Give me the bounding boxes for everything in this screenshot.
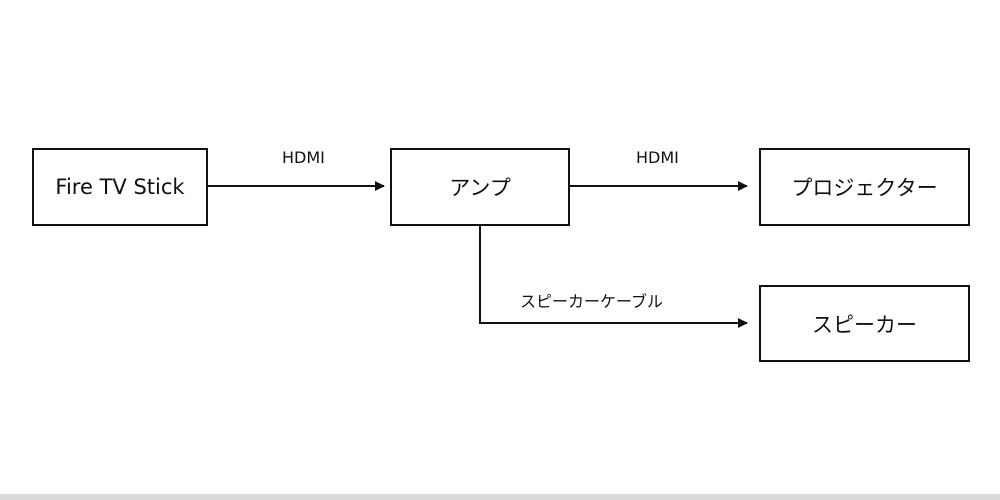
edge-label-hdmi-amp-to-projector: HDMI bbox=[636, 148, 679, 167]
node-speaker: スピーカー bbox=[759, 285, 970, 362]
node-label-fire-tv-stick: Fire TV Stick bbox=[55, 175, 185, 199]
node-projector: プロジェクター bbox=[759, 148, 970, 226]
node-amp: アンプ bbox=[390, 148, 570, 226]
node-fire-tv-stick: Fire TV Stick bbox=[32, 148, 208, 226]
arrow-amp-to-speaker bbox=[479, 226, 748, 328]
edge-label-speaker-cable: スピーカーケーブル bbox=[520, 292, 664, 311]
node-label-amp: アンプ bbox=[449, 176, 511, 200]
node-label-projector: プロジェクター bbox=[791, 176, 938, 200]
edge-label-hdmi-fire-to-amp: HDMI bbox=[282, 148, 325, 167]
bottom-divider bbox=[0, 494, 1000, 500]
node-label-speaker: スピーカー bbox=[812, 312, 917, 337]
